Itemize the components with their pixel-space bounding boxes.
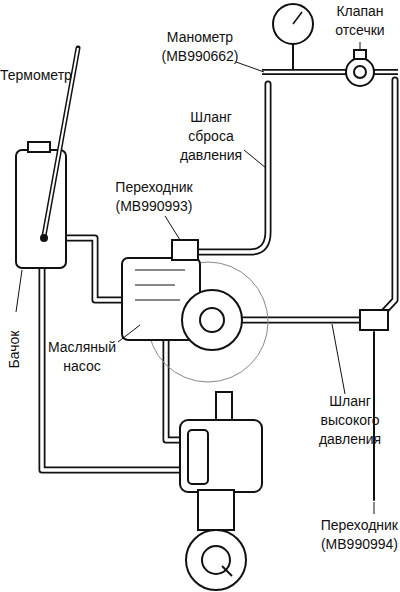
valve-knob [354, 50, 366, 59]
part-label: Шланг сброса давления [172, 108, 250, 165]
leader-line [360, 42, 361, 50]
valve-hose-inner [380, 80, 395, 316]
pump-shaft [200, 308, 224, 332]
adapter-tee [360, 310, 388, 330]
pump [122, 240, 268, 382]
gear-port-block [188, 430, 208, 484]
suction-pipe [66, 238, 122, 300]
gauge-stem [292, 44, 294, 70]
leader-line [165, 216, 180, 240]
input-shaft [216, 392, 232, 422]
part-label: Бачок [5, 324, 24, 376]
leader-line [118, 325, 140, 342]
leader-line [236, 62, 264, 72]
part-label: Клапан отсечки [318, 2, 400, 40]
leader-line [244, 150, 266, 168]
gauge-assembly [262, 4, 398, 330]
part-label: Переходник (MB990994) [278, 516, 398, 554]
part-label: Термометр [0, 66, 100, 85]
thermometer-bulb [40, 234, 48, 242]
reservoir-cap [28, 142, 50, 152]
pump-cover [182, 290, 242, 350]
pressure-gauge [273, 4, 313, 44]
leader-line [16, 270, 22, 312]
shutoff-valve [346, 58, 374, 86]
gear-housing [180, 420, 262, 492]
gauge-needle [293, 12, 302, 24]
tee-pipe-inner [262, 71, 398, 74]
part-label: Масляный насос [36, 338, 128, 376]
part-label: Шланг высокого давления [300, 392, 400, 449]
gear-neck [198, 490, 234, 530]
sector-housing [186, 530, 246, 590]
valve-hose [380, 80, 395, 316]
part-label: Манометр (MB990662) [150, 28, 250, 66]
valve-core [354, 66, 366, 78]
sector-mark [222, 566, 232, 576]
pump-ribs [135, 270, 185, 300]
adapter-fitting [172, 240, 198, 260]
part-label: Переходник (MB990993) [98, 178, 210, 216]
leader-line [332, 324, 345, 394]
tee-pipe [262, 69, 398, 75]
leader-line [374, 502, 375, 514]
suction-pipe-inner [66, 238, 122, 300]
steering-gear [180, 392, 262, 590]
